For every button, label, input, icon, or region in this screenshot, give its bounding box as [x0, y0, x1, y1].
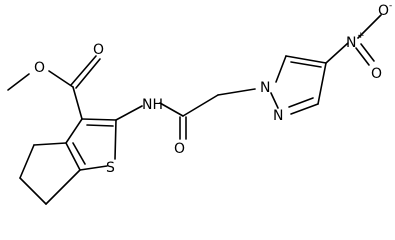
bond-carbonyl-ring — [72, 86, 83, 120]
bond-c5-c4 — [285, 55, 327, 64]
bond-c7a-c3a — [65, 142, 81, 171]
amide-nh-label: NH — [142, 97, 163, 113]
bond-n1-c5 — [275, 55, 287, 83]
bond-o-carbonyl — [48, 70, 74, 88]
bond-c6-c7a — [45, 169, 81, 205]
pyrazole-n2-label: N — [273, 108, 283, 124]
bond-nh-carbonyl — [159, 102, 184, 117]
nitro-top-oxygen-charge: - — [389, 1, 392, 11]
bond-c7a-c3a-inner — [72, 142, 86, 165]
ester-methoxy-oxygen-label: O — [34, 60, 45, 76]
bond-c2-nh — [115, 105, 143, 121]
bond-c4-c3 — [317, 62, 327, 105]
pyrazole-n1-label: N — [260, 80, 270, 96]
bond-c5-c4-inner — [290, 61, 322, 68]
bond-nitro-n-o-top — [357, 14, 382, 39]
bond-s-c7a — [79, 165, 108, 171]
bond-c3a-c3 — [65, 118, 83, 144]
ester-carbonyl-oxygen-label: O — [93, 42, 104, 58]
nitro-top-oxygen-label: O — [378, 3, 389, 19]
bond-c3-c2 — [81, 118, 117, 121]
bond-c4-c5 — [19, 144, 35, 179]
bond-ch2-n1 — [217, 88, 256, 96]
bond-carbonyl-ch2 — [182, 94, 219, 117]
bond-c5-c6 — [19, 177, 47, 205]
bonds — [7, 14, 382, 205]
bond-c3-c2-inner — [86, 124, 114, 127]
amide-oxygen-label: O — [174, 141, 185, 157]
bond-c3a-c4 — [33, 142, 67, 146]
bond-n2-n1 — [270, 92, 279, 109]
thiophene-sulfur-label: S — [106, 160, 115, 176]
bond-c4-nitro-n — [325, 42, 349, 64]
atom-labels: O O NH O S N N N + O - O — [34, 1, 392, 176]
bond-c3-n2-b — [288, 97, 314, 108]
chemical-structure: O O NH O S N N N + O - O — [7, 1, 392, 205]
bond-methyl-o — [7, 73, 30, 91]
bond-nitro-n-o-bottom-a — [360, 43, 375, 62]
bond-c2-s — [114, 119, 117, 160]
bond-c3-n2-a — [290, 103, 319, 115]
nitro-nitrogen-label: N — [346, 35, 356, 51]
bond-carbonyl-o-double-b — [75, 58, 101, 89]
bond-nitro-n-o-bottom-b — [355, 47, 370, 66]
nitro-nitrogen-charge: + — [357, 31, 365, 41]
nitro-bottom-oxygen-label: O — [371, 66, 382, 82]
bond-carbonyl-o-double-a — [70, 55, 97, 86]
